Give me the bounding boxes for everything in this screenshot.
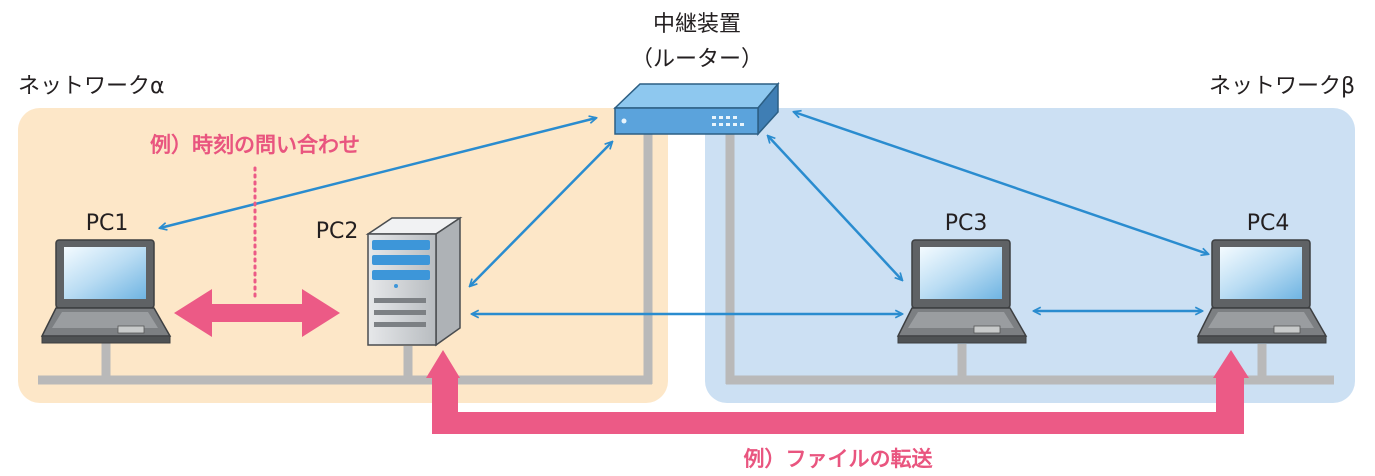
network-alpha-label: ネットワークα [18,74,165,99]
pc3-label: PC3 [945,211,988,236]
pc2-label: PC2 [316,219,359,244]
pc1-laptop-icon [41,239,171,344]
lan-cables [38,128,1334,385]
file-transfer-label: 例）ファイルの転送 [744,447,934,471]
pc4-label: PC4 [1247,211,1290,236]
pc2-server-icon [365,216,463,347]
network-beta-label: ネットワークβ [1209,74,1355,99]
router-label-line2: （ルーター） [631,47,763,72]
arrow-router-pc1 [160,118,596,228]
link-arrows [160,112,1208,314]
file-transfer-arrow [426,350,1249,434]
arrow-router-pc2 [470,142,612,286]
pc3-laptop-icon [897,239,1027,344]
router-label-line1: 中継装置 [653,12,741,37]
time-query-arrow [174,289,340,337]
pc1-label: PC1 [86,211,129,236]
time-query-label: 例）時刻の問い合わせ [150,133,360,157]
pc4-laptop-icon [1197,239,1327,344]
router-icon [613,81,780,136]
arrow-router-pc4 [794,112,1208,254]
